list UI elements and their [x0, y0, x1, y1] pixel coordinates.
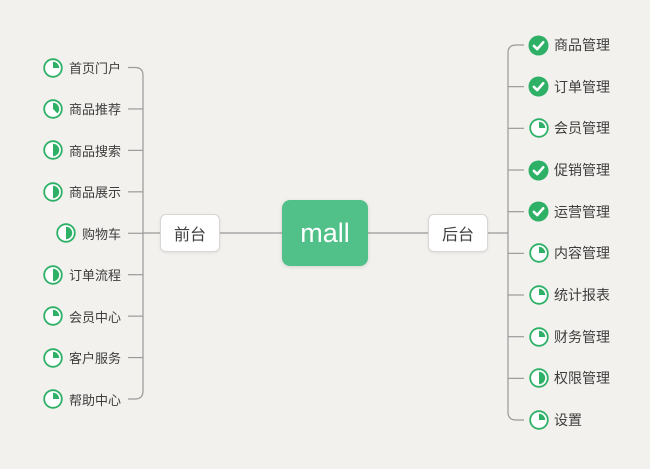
- topic-label: 内容管理: [554, 245, 610, 262]
- task-done-check-icon: [528, 160, 549, 181]
- progress-pie-icon: [56, 223, 77, 244]
- topic-item[interactable]: 订单管理: [528, 76, 610, 97]
- topic-label: 购物车: [81, 226, 121, 242]
- topic-label: 订单管理: [554, 78, 610, 95]
- topic-item[interactable]: 权限管理: [528, 368, 610, 389]
- topic-item[interactable]: 商品展示: [43, 181, 121, 202]
- topic-item[interactable]: 统计报表: [528, 285, 610, 306]
- topic-label: 商品展示: [68, 185, 121, 201]
- topic-label: 权限管理: [554, 370, 610, 387]
- progress-pie-icon: [528, 118, 549, 139]
- topic-item[interactable]: 设置: [528, 410, 582, 431]
- task-done-check-icon: [528, 201, 549, 222]
- topic-label: 首页门户: [68, 61, 121, 76]
- topic-label: 财务管理: [554, 328, 610, 345]
- progress-pie-icon: [43, 306, 64, 327]
- topic-item[interactable]: 会员管理: [528, 118, 610, 139]
- connector-line: [507, 44, 524, 421]
- progress-pie-icon: [528, 285, 549, 306]
- topic-label: 商品推荐: [68, 102, 121, 118]
- topic-label: 订单流程: [68, 268, 121, 284]
- topic-item[interactable]: 财务管理: [528, 326, 610, 347]
- topic-label: 商品搜索: [68, 143, 121, 159]
- topic-item[interactable]: 首页门户: [43, 57, 121, 78]
- progress-pie-icon: [43, 389, 64, 410]
- topic-label: 设置: [554, 412, 582, 429]
- topic-item[interactable]: 订单流程: [43, 264, 121, 285]
- task-done-check-icon: [528, 76, 549, 97]
- topic-label: 会员中心: [68, 309, 121, 325]
- topic-item[interactable]: 客户服务: [43, 347, 121, 368]
- progress-pie-icon: [43, 181, 64, 202]
- topic-item[interactable]: 运营管理: [528, 201, 610, 222]
- topic-label: 帮助中心: [68, 392, 121, 408]
- topic-item[interactable]: 购物车: [56, 223, 121, 244]
- progress-pie-icon: [43, 140, 64, 161]
- progress-pie-icon: [43, 347, 64, 368]
- progress-pie-icon: [43, 98, 64, 119]
- topic-label: 运营管理: [554, 203, 610, 220]
- branch-node-backend[interactable]: 后台: [428, 214, 488, 252]
- task-done-check-icon: [528, 35, 549, 56]
- progress-pie-icon: [528, 410, 549, 431]
- central-topic-mall[interactable]: mall: [282, 200, 368, 266]
- topic-item[interactable]: 促销管理: [528, 160, 610, 181]
- topic-item[interactable]: 商品搜索: [43, 140, 121, 161]
- topic-label: 客户服务: [68, 351, 121, 367]
- branch-node-frontend[interactable]: 前台: [160, 214, 220, 252]
- progress-pie-icon: [528, 243, 549, 264]
- topic-item[interactable]: 商品推荐: [43, 98, 121, 119]
- topic-label: 商品管理: [554, 37, 610, 53]
- topic-item[interactable]: 帮助中心: [43, 389, 121, 410]
- topic-label: 会员管理: [554, 120, 610, 137]
- progress-pie-icon: [43, 57, 64, 78]
- topic-item[interactable]: 会员中心: [43, 306, 121, 327]
- progress-pie-icon: [528, 368, 549, 389]
- topic-item[interactable]: 商品管理: [528, 35, 610, 56]
- topic-label: 统计报表: [554, 287, 610, 304]
- topic-label: 促销管理: [554, 162, 610, 178]
- progress-pie-icon: [43, 264, 64, 285]
- progress-pie-icon: [528, 326, 549, 347]
- topic-item[interactable]: 内容管理: [528, 243, 610, 264]
